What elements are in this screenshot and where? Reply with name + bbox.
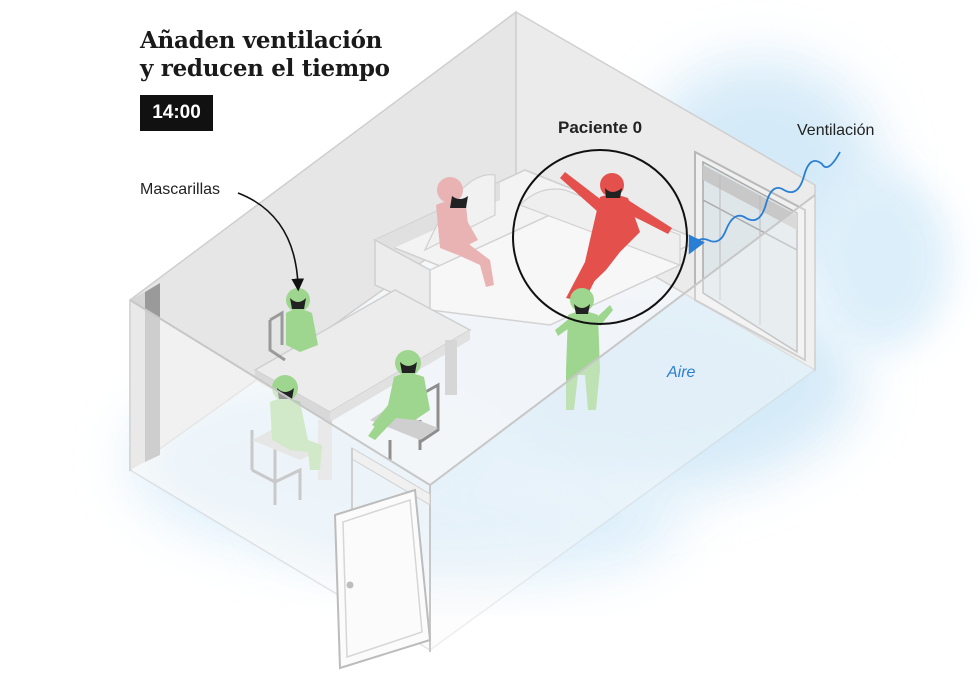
time-badge: 14:00 bbox=[140, 95, 213, 131]
person-mask-front-right bbox=[368, 350, 430, 440]
person-infected-light bbox=[436, 177, 494, 287]
person-standing bbox=[555, 288, 613, 410]
title-line-2: y reducen el tiempo bbox=[140, 55, 390, 82]
wavy-arrow-icon bbox=[688, 151, 841, 255]
patient-zero-figure bbox=[560, 172, 672, 300]
door-icon bbox=[333, 447, 432, 670]
patient-zero-highlight-ring bbox=[512, 149, 688, 325]
title-line-1: Añaden ventilación bbox=[140, 27, 383, 54]
window-icon bbox=[694, 150, 806, 362]
label-air: Aire bbox=[667, 364, 696, 381]
label-masks: Mascarillas bbox=[140, 181, 221, 198]
label-patient-zero: Paciente 0 bbox=[558, 118, 643, 137]
person-mask-back bbox=[286, 288, 318, 352]
label-ventilation: Ventilación bbox=[797, 122, 875, 139]
chair-left-back bbox=[268, 310, 286, 362]
mask-pointer-arrow bbox=[237, 192, 305, 292]
page-title: Añaden ventilación y reducen el tiempo bbox=[140, 27, 390, 83]
